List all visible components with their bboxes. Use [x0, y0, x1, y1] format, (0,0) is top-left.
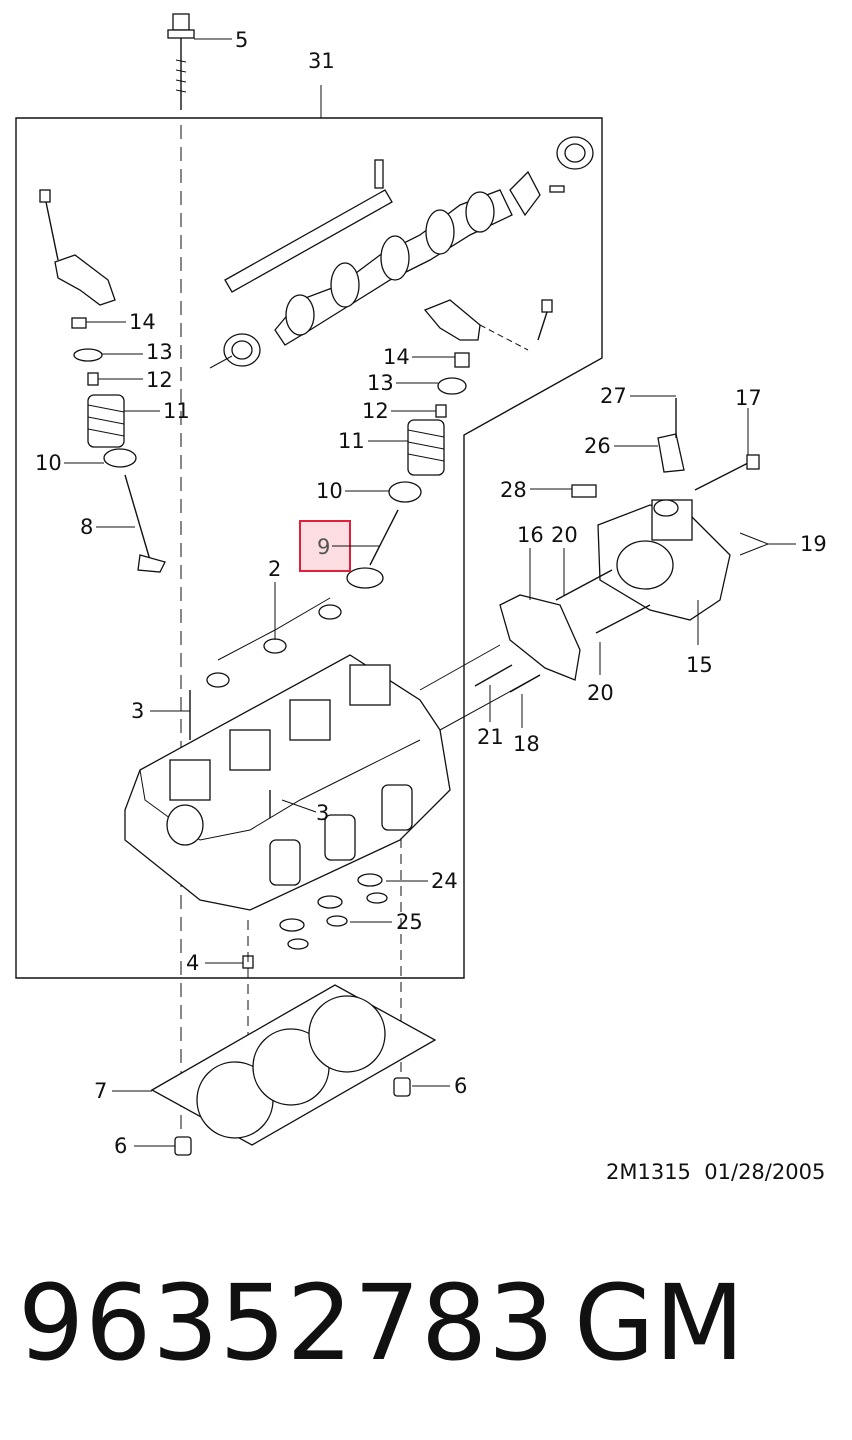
- housing-gasket: [499, 594, 581, 681]
- cylinder-head: [124, 654, 451, 911]
- callout-24: 24: [431, 869, 458, 893]
- callout-12-right: 12: [362, 399, 389, 423]
- callout-31: 31: [308, 49, 335, 73]
- brand-name: GM: [574, 1262, 745, 1384]
- callout-12-left: 12: [146, 368, 173, 392]
- callout-5: 5: [235, 28, 248, 52]
- callout-9: 9: [317, 535, 330, 559]
- head-gasket: [150, 984, 437, 1146]
- callout-25: 25: [396, 910, 423, 934]
- callout-15: 15: [686, 653, 713, 677]
- callout-13-left: 13: [146, 340, 173, 364]
- callout-18: 18: [513, 732, 540, 756]
- callout-20-bottom: 20: [587, 681, 614, 705]
- thermostat-housing: [571, 398, 760, 621]
- seal-rings: [279, 873, 388, 950]
- callout-21: 21: [477, 725, 504, 749]
- diagram-code-date: 2M1315 01/28/2005: [606, 1160, 826, 1184]
- callout-3-center: 3: [316, 801, 329, 825]
- valve-stack-left: [71, 317, 166, 573]
- callout-7: 7: [94, 1079, 107, 1103]
- bolt-5: [167, 13, 195, 110]
- leader-lines: [64, 38, 796, 1147]
- callout-6-right: 6: [454, 1074, 467, 1098]
- callout-14-right: 14: [383, 345, 410, 369]
- callout-27: 27: [600, 384, 627, 408]
- callout-4: 4: [186, 951, 199, 975]
- rocker-arm-right: [423, 299, 553, 351]
- callout-10-left: 10: [35, 451, 62, 475]
- callout-19: 19: [800, 532, 827, 556]
- assembly-frame: [15, 117, 603, 979]
- callout-14-left: 14: [129, 310, 156, 334]
- part-number: 96352783: [18, 1262, 556, 1384]
- callout-26: 26: [584, 434, 611, 458]
- callout-8: 8: [80, 515, 93, 539]
- callout-17: 17: [735, 386, 762, 410]
- callout-16: 16: [517, 523, 544, 547]
- valve-stack-right: [346, 352, 470, 589]
- rocker-arm-left: [39, 189, 116, 306]
- callout-20-top: 20: [551, 523, 578, 547]
- callout-3-left: 3: [131, 699, 144, 723]
- callout-11-right: 11: [338, 429, 365, 453]
- callout-2: 2: [268, 557, 281, 581]
- callout-11-left: 11: [163, 399, 190, 423]
- callout-13-right: 13: [367, 371, 394, 395]
- callout-28: 28: [500, 478, 527, 502]
- callout-10-right: 10: [316, 479, 343, 503]
- camshaft: [209, 136, 594, 369]
- callout-6-left: 6: [114, 1134, 127, 1158]
- exploded-parts-diagram: 5 31 14 13 12 11 10 8 14 13 12 11 10 9 2…: [15, 13, 827, 1158]
- dowel-pins: [174, 1077, 411, 1156]
- callout-labels: 5 31 14 13 12 11 10 8 14 13 12 11 10 9 2…: [35, 28, 827, 1158]
